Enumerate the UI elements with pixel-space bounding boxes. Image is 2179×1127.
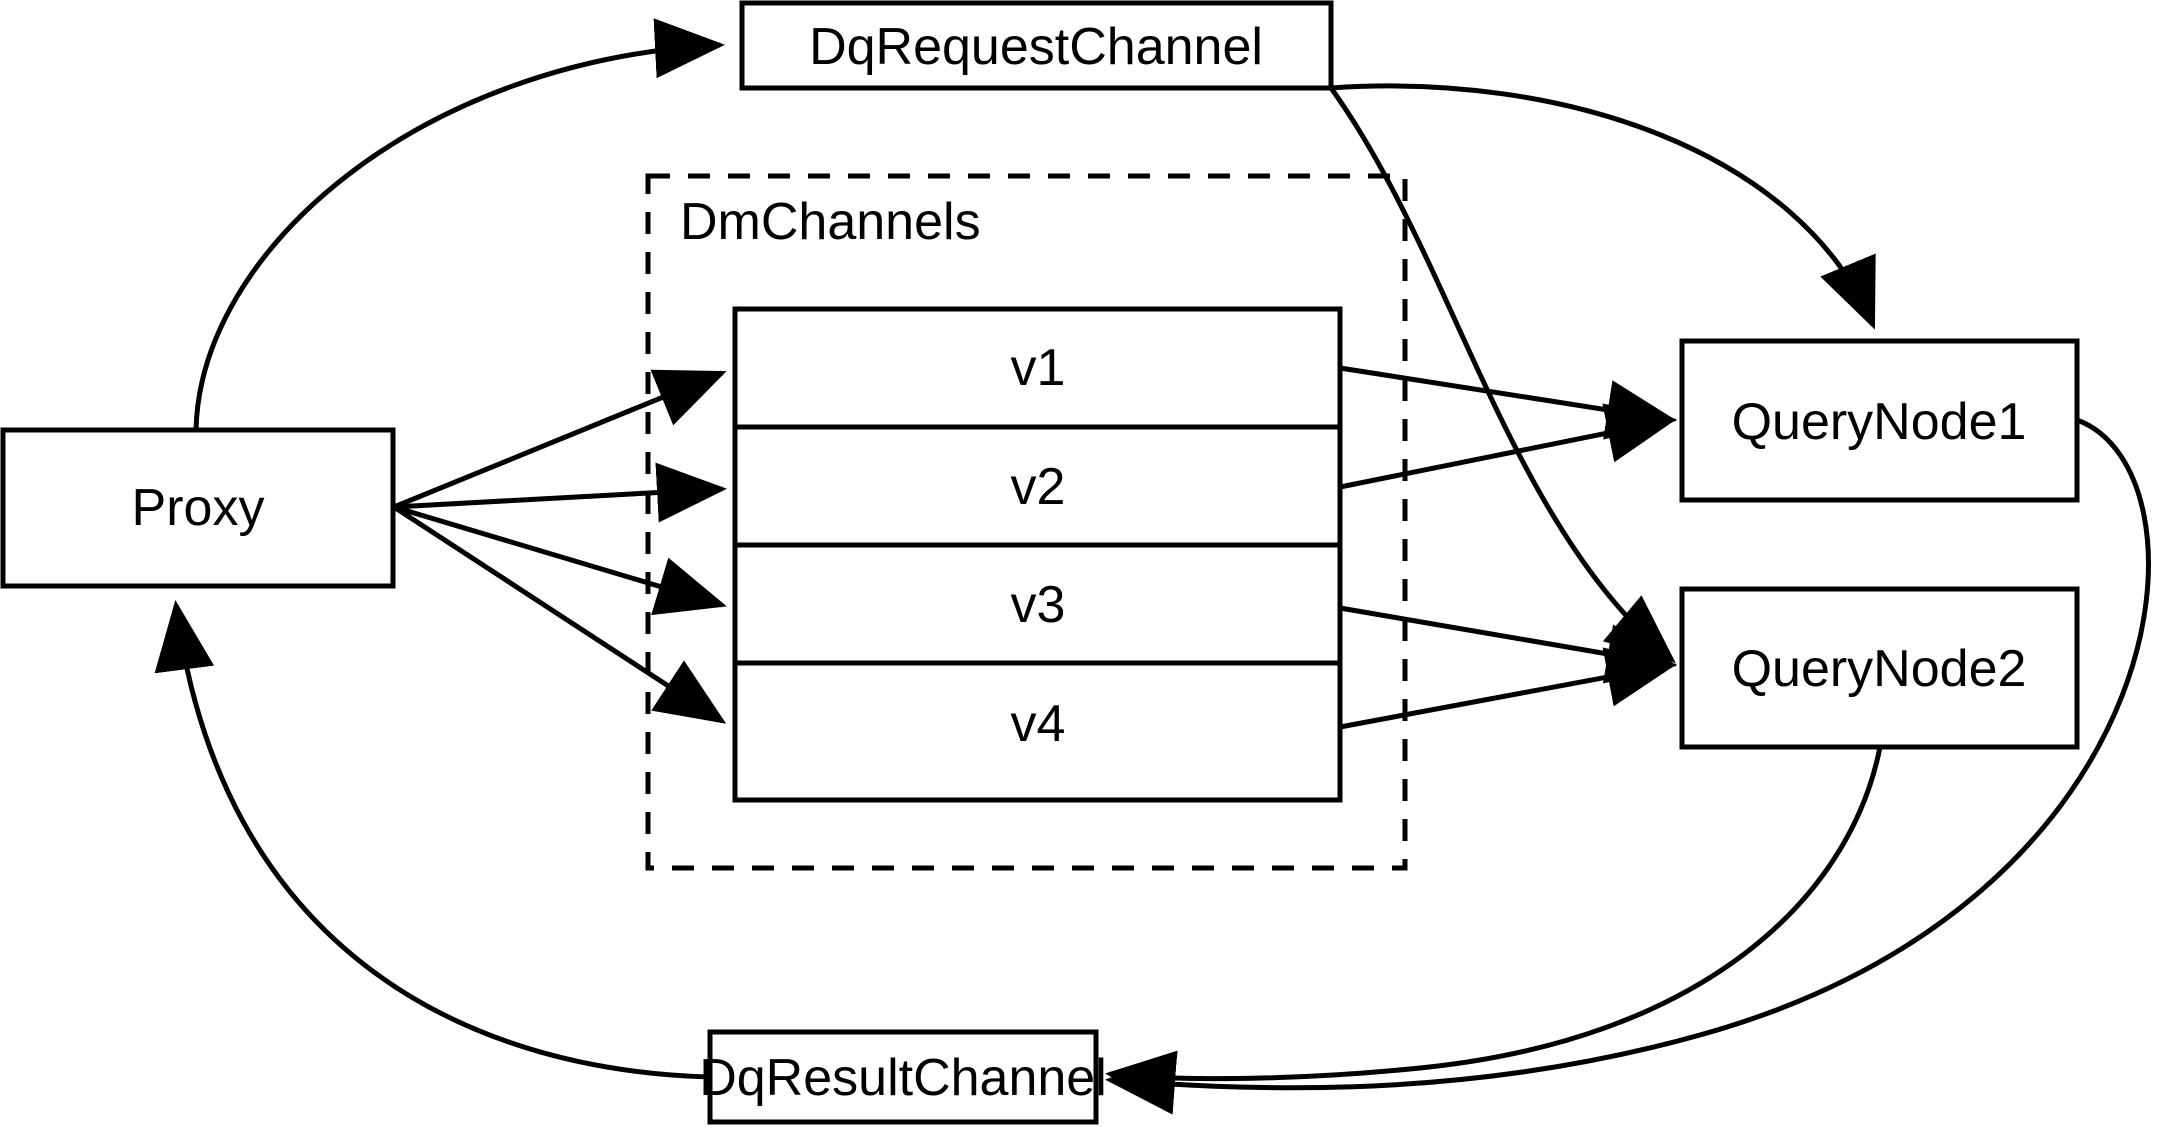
node-dq-result-channel-label: DqResultChannel (699, 1049, 1107, 1107)
edge-v3-to-querynode2 (1339, 605, 1677, 684)
node-query-node-1-label: QueryNode1 (1732, 393, 2027, 451)
edge-v1-to-querynode1 (1339, 365, 1677, 440)
node-query-node-2-label: QueryNode2 (1732, 640, 2027, 698)
dm-channel-label-v4: v4 (1011, 695, 1066, 753)
edge-proxy-to-v1 (393, 369, 727, 510)
dm-channel-label-v1: v1 (1011, 339, 1066, 397)
node-proxy[interactable] (0, 427, 396, 589)
edge-proxy-to-dqrequestchannel (193, 18, 725, 431)
node-proxy-label: Proxy (132, 479, 265, 537)
edge-querynode2-to-dqresultchannel (1105, 746, 1883, 1111)
edge-v2-to-querynode1 (1339, 403, 1677, 490)
node-dq-request-channel-label: DqRequestChannel (809, 18, 1263, 76)
node-dq-request-channel[interactable] (739, 0, 1334, 91)
edge-proxy-to-v4 (392, 504, 727, 724)
edge-proxy-to-v2 (393, 462, 727, 523)
dm-channel-stack (732, 306, 1343, 803)
dmchannels-group-border (645, 173, 1408, 871)
node-query-node-2[interactable] (1679, 586, 2080, 750)
dm-channel-label-v2: v2 (1011, 458, 1066, 516)
edge-dqresultchannel-to-proxy (154, 600, 711, 1080)
edge-dqrequestchannel-to-querynode2 (1328, 86, 1676, 664)
node-dq-result-channel[interactable] (707, 1029, 1099, 1125)
edge-v4-to-querynode2 (1339, 647, 1677, 730)
dm-channel-label-v3: v3 (1011, 576, 1066, 634)
dmchannels-group-label: DmChannels (680, 193, 981, 251)
edge-dqrequestchannel-to-querynode1 (1330, 83, 1876, 330)
edge-querynode1-to-dqresultchannel (1105, 417, 2151, 1115)
node-query-node-1[interactable] (1679, 338, 2080, 503)
edge-proxy-to-v3 (393, 504, 727, 616)
